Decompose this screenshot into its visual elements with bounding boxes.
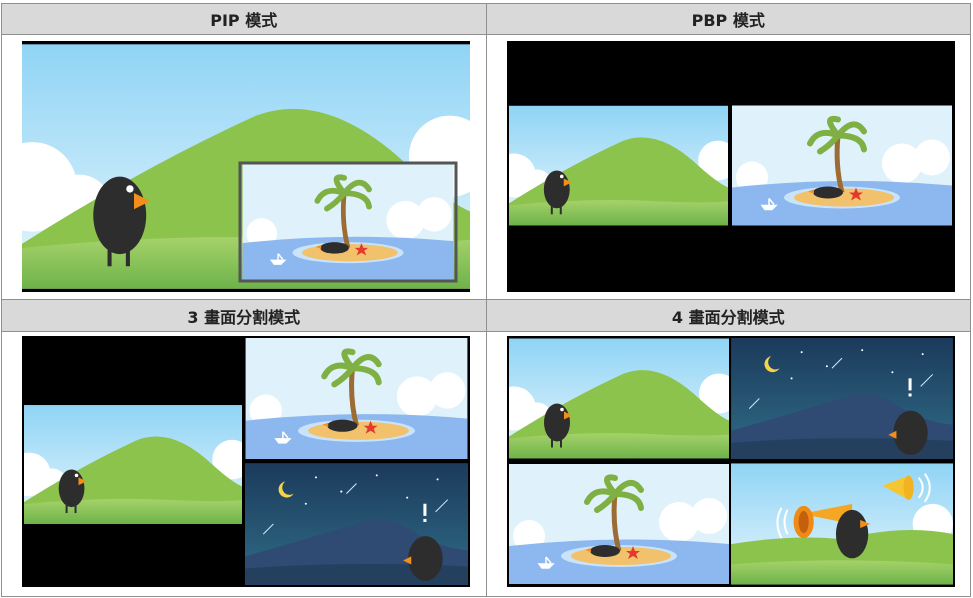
pbp-mode-header: PBP 模式	[485, 2, 971, 36]
pbp-mode-cell	[485, 34, 971, 301]
night-scene-icon	[245, 462, 468, 585]
split4-mode-header: 4 畫面分割模式	[485, 299, 971, 332]
split4-mode-cell	[485, 330, 971, 598]
island-scene-icon	[509, 464, 729, 584]
pip-mode-illustration	[22, 41, 470, 293]
split3-mode-header: 3 畫面分割模式	[1, 299, 487, 332]
pip-mode-header: PIP 模式	[1, 2, 487, 36]
hill-scene-icon	[508, 338, 729, 459]
island-scene-icon	[246, 338, 468, 459]
island-scene-icon	[732, 106, 952, 226]
hill-scene-icon	[24, 404, 242, 524]
split3-mode-cell	[1, 330, 487, 598]
megaphone-scene-icon	[730, 462, 953, 585]
split3-mode-illustration	[22, 335, 470, 587]
pip-mode-cell	[1, 34, 487, 301]
split4-mode-illustration	[506, 335, 955, 587]
hill-scene-icon	[508, 106, 728, 226]
island-scene-icon	[243, 165, 454, 280]
night-scene-icon	[730, 337, 953, 459]
pbp-mode-illustration	[506, 41, 955, 293]
